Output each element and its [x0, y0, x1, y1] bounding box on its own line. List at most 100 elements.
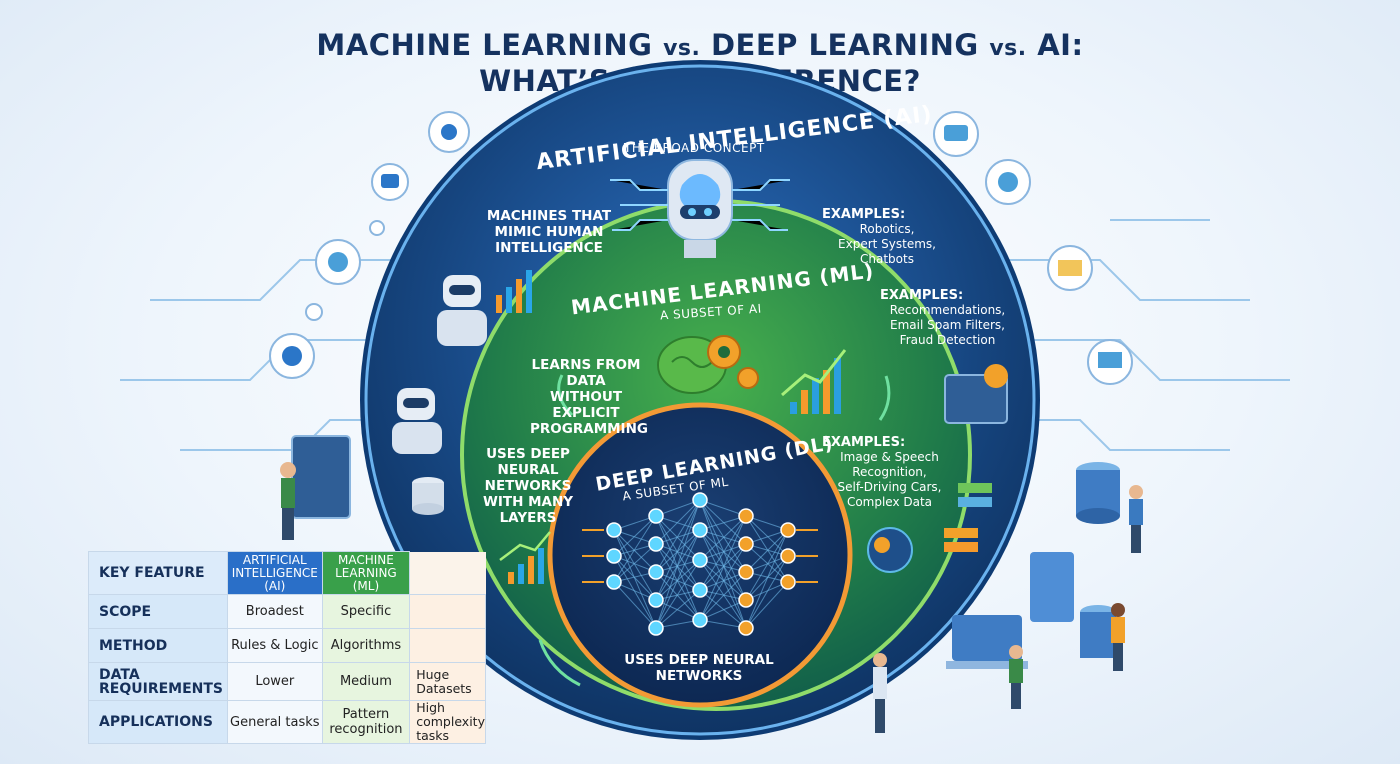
table-row: APPLICATIONS General tasks Pattern recog… [88, 700, 486, 744]
gear-icon [428, 111, 470, 153]
nn-node [606, 574, 622, 590]
nn-connection [699, 529, 747, 545]
nn-connection [655, 529, 701, 629]
table-row-label: METHOD [88, 628, 228, 663]
nn-connection [745, 543, 789, 583]
ml-examples: EXAMPLES: Recommendations, Email Spam Fi… [880, 288, 1015, 348]
laptop-icon [946, 615, 1028, 669]
table-row-label: DATA REQUIREMENTS [88, 662, 228, 701]
person-illustration [873, 485, 1143, 733]
nn-node [606, 522, 622, 538]
nn-node [738, 620, 754, 636]
ml-example: Email Spam Filters, [890, 318, 1005, 332]
robot-badge-icon [371, 163, 409, 201]
nn-connection [613, 581, 657, 629]
nn-connection [699, 499, 747, 629]
table-header-ai: ARTIFICIAL INTELLIGENCE (AI) [226, 551, 323, 595]
nn-connection [699, 543, 747, 561]
nn-connection [699, 515, 747, 561]
nn-connection [613, 543, 657, 583]
nn-connection [655, 571, 701, 621]
nn-connection [699, 599, 747, 621]
nn-node [692, 522, 708, 538]
computer-gear-icon [944, 364, 1008, 424]
nn-connection [655, 559, 701, 629]
table-row-label: SCOPE [88, 594, 228, 629]
nn-connection [699, 499, 747, 545]
ai-examples-heading: EXAMPLES: [822, 207, 906, 222]
table-cell-ai: Broadest [226, 594, 323, 629]
nn-connection [613, 555, 657, 629]
table-cell-ml: Pattern recognition [321, 700, 411, 744]
nn-node [648, 536, 664, 552]
ai-example: Robotics, [859, 222, 915, 236]
nn-connection [655, 499, 701, 629]
nn-connection [699, 559, 747, 601]
nn-node [780, 522, 796, 538]
ai-example: Expert Systems, [838, 237, 936, 251]
nn-connection [745, 555, 789, 629]
title-dl: DEEP LEARNING [710, 28, 979, 62]
nn-connection [699, 529, 747, 629]
nn-node [738, 508, 754, 524]
nn-connection [655, 589, 701, 629]
nn-connection [655, 543, 701, 621]
title-vs: vs. [663, 36, 701, 61]
comparison-table: KEY FEATURE ARTIFICIAL INTELLIGENCE (AI)… [88, 551, 486, 744]
table-cell-ai: General tasks [226, 700, 323, 744]
table-row-label: APPLICATIONS [88, 700, 228, 744]
nn-node [692, 582, 708, 598]
nn-connection [745, 529, 789, 601]
nn-connection [613, 515, 657, 583]
table-cell-ai: Rules & Logic [226, 628, 323, 663]
ai-subtitle: THE BROAD CONCEPT [624, 141, 765, 155]
nn-connection [699, 571, 747, 621]
robot-icon [437, 275, 487, 346]
dl-example: Image & Speech [840, 450, 939, 464]
lightbulb-icon [369, 220, 385, 236]
table-cell-dl: High complexity tasks [409, 700, 486, 744]
ml-example: Recommendations, [889, 303, 1006, 317]
ai-description: MACHINES THAT MIMIC HUMAN INTELLIGENCE [486, 208, 612, 256]
nn-connection [699, 571, 747, 591]
nn-connection [655, 515, 701, 591]
table-cell-ml: Medium [321, 662, 411, 701]
nn-node [780, 574, 796, 590]
table-cell-ai: Lower [226, 662, 323, 701]
title-vs: vs. [989, 36, 1027, 61]
nn-connection [699, 589, 747, 601]
table-row: METHOD Rules & Logic Algorithms [88, 628, 486, 663]
nn-connection [655, 515, 701, 621]
nn-node [738, 564, 754, 580]
table-cell-dl: Huge Datasets [409, 662, 486, 701]
computer-user-illustration [280, 435, 351, 540]
table-cell-dl [409, 628, 486, 663]
ai-examples: EXAMPLES: Robotics, Expert Systems, Chat… [822, 207, 952, 267]
bitcoin-gear-icon [269, 333, 315, 379]
dl-example: Recognition, [852, 465, 927, 479]
nn-connection [655, 543, 701, 561]
nn-node [648, 592, 664, 608]
nn-connection [745, 529, 789, 629]
nn-node [780, 548, 796, 564]
server-stack-icon [1030, 462, 1120, 658]
nn-connection [613, 529, 657, 601]
layers-icon [944, 483, 992, 552]
table-cell-dl [409, 594, 486, 629]
bar-chart-icon [496, 270, 532, 313]
nn-connection [655, 499, 701, 545]
nn-connection [745, 515, 789, 557]
dl-examples-heading: EXAMPLES: [822, 435, 906, 450]
settings-icon [305, 303, 323, 321]
brain-badge-icon [985, 159, 1031, 205]
nn-node [648, 620, 664, 636]
nn-node [648, 564, 664, 580]
nn-connection [745, 529, 789, 573]
nn-connection [655, 499, 701, 517]
table-header-ml: MACHINE LEARNING (ML) [321, 551, 411, 595]
nn-connection [699, 559, 747, 573]
nn-node [648, 508, 664, 524]
nn-node [738, 536, 754, 552]
nn-connection [613, 529, 657, 573]
